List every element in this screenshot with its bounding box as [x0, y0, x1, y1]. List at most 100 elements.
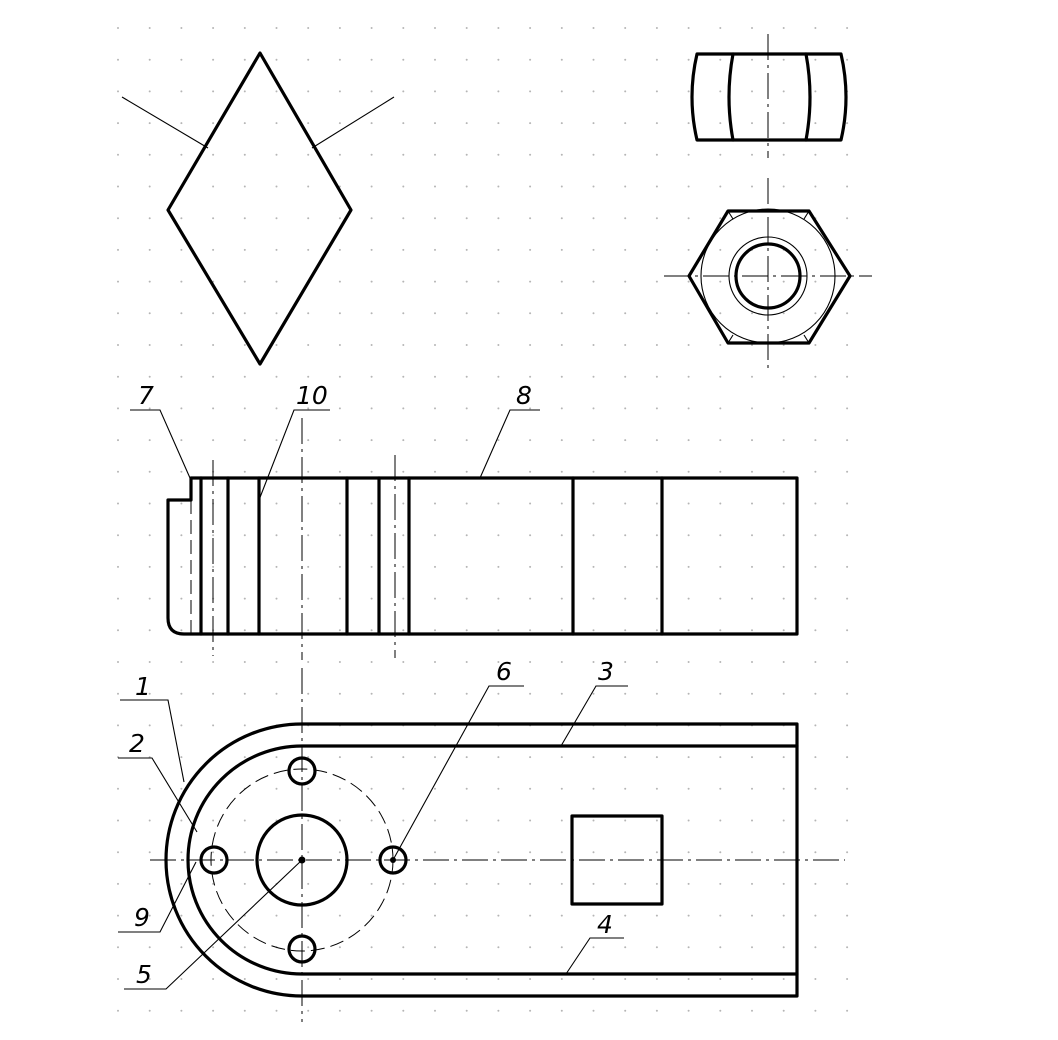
grid-dot — [243, 534, 246, 537]
grid-dot — [497, 882, 500, 885]
grid-dot — [370, 597, 373, 600]
grid-dot — [751, 978, 753, 980]
grid-dot — [497, 153, 500, 156]
grid-dot — [624, 819, 627, 822]
grid-dot — [846, 787, 849, 790]
grid-dot — [655, 629, 658, 632]
grid-dot — [465, 787, 468, 790]
grid-dot — [307, 597, 310, 600]
grid-dot — [782, 756, 785, 759]
grid-dot — [402, 1009, 405, 1012]
grid-dot — [338, 122, 341, 125]
grid-dot — [148, 439, 151, 442]
grid-dot — [117, 248, 119, 251]
grid-dot — [243, 470, 246, 473]
grid-dot — [560, 470, 563, 473]
grid-dot — [782, 470, 785, 473]
grid-dot — [465, 565, 468, 568]
grid-dot — [338, 439, 341, 442]
grid-dot — [814, 248, 817, 251]
grid-dot — [212, 914, 215, 917]
grid-dot — [814, 375, 817, 378]
part-top-view — [150, 668, 845, 1022]
grid-dot — [338, 629, 341, 632]
grid-dot — [212, 1009, 215, 1012]
grid-dot — [148, 153, 151, 156]
grid-dot — [846, 407, 849, 410]
grid-dot — [307, 439, 310, 442]
grid-dot — [687, 1009, 690, 1012]
grid-dot — [846, 851, 849, 854]
grid-dot — [180, 90, 183, 93]
grid-dot — [782, 90, 785, 93]
grid-dot — [307, 122, 310, 125]
grid-dot — [529, 439, 532, 442]
grid-dot — [275, 1009, 278, 1012]
grid-dot — [370, 407, 373, 410]
grid-dot — [529, 534, 532, 537]
grid-dot — [624, 439, 627, 442]
grid-dot — [338, 58, 341, 61]
grid-dot — [212, 217, 215, 220]
grid-dot — [402, 819, 405, 822]
grid-dot — [180, 629, 183, 632]
grid-dot — [180, 502, 183, 505]
grid-dot — [529, 502, 532, 505]
grid-dot — [655, 58, 658, 61]
grid-dot — [655, 882, 658, 885]
grid-dot — [370, 882, 373, 885]
grid-dot — [782, 185, 785, 188]
grid-dot — [655, 122, 658, 125]
grid-dot — [465, 217, 468, 220]
grid-dot — [497, 375, 500, 378]
grid-dot — [529, 217, 532, 220]
grid-dot — [751, 819, 753, 822]
grid-dot — [307, 407, 310, 410]
grid-dot — [180, 407, 183, 410]
grid-dot — [370, 90, 373, 93]
grid-dot — [243, 375, 246, 378]
grid-dot — [338, 502, 341, 505]
grid-dot — [814, 1009, 817, 1012]
grid-dot — [719, 597, 722, 600]
grid-dot — [243, 312, 246, 315]
grid-dot — [560, 502, 563, 505]
grid-dot — [719, 502, 722, 505]
grid-dot — [243, 217, 246, 220]
grid-dot — [592, 946, 595, 949]
grid-dot — [592, 756, 595, 759]
grid-dot — [212, 375, 215, 378]
grid-dot — [592, 312, 595, 315]
grid-dot — [624, 597, 627, 600]
grid-dot — [275, 344, 278, 346]
grid-dot — [529, 1009, 532, 1012]
grid-dot — [592, 439, 595, 442]
grid-dot — [465, 470, 468, 473]
grid-dot — [148, 185, 151, 188]
grid-dot — [148, 27, 151, 29]
grid-dot — [751, 692, 753, 695]
grid-dot — [529, 692, 532, 695]
grid-dot — [846, 978, 849, 980]
grid-dot — [592, 565, 595, 568]
grid-dot — [719, 661, 722, 663]
grid-dot — [370, 565, 373, 568]
grid-dot — [148, 661, 151, 663]
grid-dot — [560, 882, 563, 885]
grid-dot — [434, 978, 436, 980]
grid-dot — [751, 597, 753, 600]
grid-dot — [307, 90, 310, 93]
grid-dot — [212, 534, 215, 537]
grid-dot — [180, 217, 183, 220]
grid-dot — [624, 344, 627, 346]
grid-dot — [497, 661, 500, 663]
grid-dot — [497, 914, 500, 917]
grid-dot — [243, 946, 246, 949]
grid-dot — [846, 661, 849, 663]
grid-dot — [148, 534, 151, 537]
grid-dot — [180, 819, 183, 822]
grid-dot — [687, 978, 690, 980]
grid-dot — [180, 1009, 183, 1012]
grid-dot — [243, 185, 246, 188]
grid-dot — [117, 819, 119, 822]
